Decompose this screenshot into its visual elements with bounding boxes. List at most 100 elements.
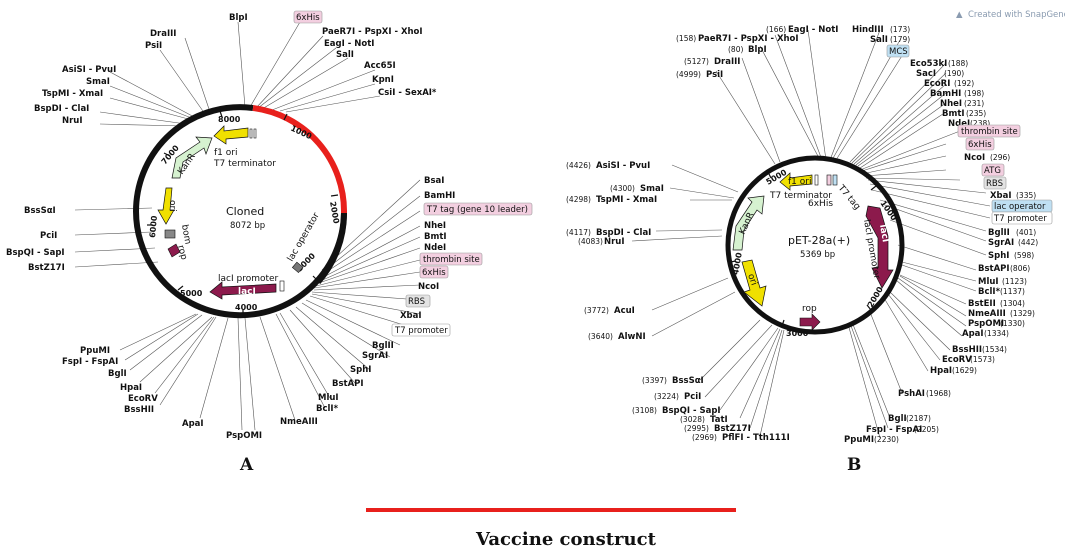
site-b-r-4-pos: (198) (964, 89, 984, 98)
site-a-right-11-box (391, 323, 451, 337)
site-b-r-18-pos: (598) (1014, 251, 1034, 260)
t7-terminator-mark-b (814, 174, 819, 186)
site-b-r-32-pos: (2230) (874, 435, 899, 444)
site-a-right-6: thrombin site (423, 255, 480, 265)
tick-5000-a: 5000 (180, 289, 203, 298)
site-b-tl-6-pos: (4298) (566, 195, 591, 204)
rop-label-a: rop (175, 244, 189, 261)
panel-label-b: B (847, 455, 861, 475)
site-b-r-21: BclI* (978, 287, 1001, 297)
site-b-r-8: thrombin site (961, 127, 1018, 137)
rop-arrow-b (799, 313, 821, 331)
ticks-a (147, 110, 339, 316)
site-a-right-3: NheI (424, 221, 446, 231)
site-a-right-2: T7 tag (gene 10 leader) (426, 205, 528, 215)
laci-label-a: lacI (238, 287, 256, 297)
site-b-tl-12: PciI (684, 392, 701, 402)
tick-4000-b: 4000 (731, 251, 744, 275)
site-b-tl-8: NruI (604, 237, 625, 247)
site-a-top-0: BlpI (229, 13, 248, 23)
site-labels-a: BlpI 6xHis PaeR7I - PspXI - XhoI EagI - … (6, 10, 533, 441)
site-a-right-1: BamHI (424, 191, 455, 201)
site-b-tl-16-pos: (2969) (692, 433, 717, 442)
lac-operator-label-a: lac operator (286, 211, 322, 263)
site-a-top-9: PsiI (145, 41, 162, 51)
f1-ori-arrow-a (213, 125, 249, 145)
site-b-r-31-pos: (2205) (914, 425, 939, 434)
site-b-r-6: BmtI (942, 109, 965, 119)
site-b-r-30: BglI (888, 414, 907, 424)
credit-b: ▲ Created with SnapGene® (956, 10, 1065, 20)
site-b-r-31: FspI - FspAI (866, 425, 922, 435)
site-a-left-2: BspQI - SapI (6, 248, 65, 258)
site-a-right-12: BglII (372, 341, 394, 351)
plasmid-size-a: 8072 bp (230, 221, 265, 231)
site-b-r-17: SgrAI (988, 238, 1014, 248)
site-a-top-1: 6xHis (296, 13, 320, 23)
laci-promoter-label-a: lacI promoter (218, 274, 279, 284)
site-b-r-2: SacI (916, 69, 936, 79)
site-b-r-1-pos: (188) (948, 59, 968, 68)
tick-2000-a: 2000 (328, 201, 341, 225)
site-b-tl-4-pos: (4426) (566, 161, 591, 170)
site-b-r-7: NdeI (948, 119, 970, 129)
laci-arrow-a (209, 281, 277, 300)
site-b-tl-9: AcuI (614, 306, 635, 316)
site-a-top-4: SalI (336, 50, 354, 60)
site-b-r-29: PshAI (898, 389, 925, 399)
site-b-top-2-pos: (179) (890, 35, 910, 44)
site-b-tl-16: PflFI - Tth111I (722, 433, 790, 443)
tick-8000-a: 8000 (218, 115, 241, 124)
site-b-r-14: lac operator (994, 202, 1046, 212)
site-labels-b-left: (158) PaeR7I - PspXI - XhoI (80) BlpI (5… (566, 34, 799, 443)
laci-promoter-mark-a (279, 280, 285, 292)
tick-4000-a: 4000 (235, 303, 258, 312)
site-b-top-1: HindIII (852, 25, 884, 35)
site-b-tl-13-pos: (3108) (632, 406, 657, 415)
site-b-tl-8-pos: (4083) (578, 237, 603, 246)
site-a-top-7: CsiI - SexAI* (378, 88, 437, 98)
site-a-top-10: AsiSI - PvuI (62, 65, 116, 75)
rop-label-b: rop (802, 304, 817, 314)
site-b-tl-1-pos: (80) (728, 45, 743, 54)
site-b-r-3: EcoRI (924, 79, 950, 89)
site-a-right-13: SgrAI (362, 351, 388, 361)
site-b-r-10-pos: (296) (990, 153, 1010, 162)
site-b-tl-5: SmaI (640, 184, 664, 194)
site-a-top-3: EagI - NotI (324, 39, 374, 49)
site-a-right-7: 6xHis (422, 268, 446, 278)
site-a-right-21: BssHII (124, 405, 154, 415)
site-b-top-0-pos: (166) (766, 25, 786, 34)
site-b-r-24: PspOMI (968, 319, 1004, 329)
site-a-top-8: DraIII (150, 29, 176, 39)
plasmid-name-a: Cloned (226, 205, 264, 218)
site-b-tl-3: PsiI (706, 70, 723, 80)
site-a-left-3: BstZ17I (28, 263, 65, 273)
site-a-right-16: MluI (318, 393, 339, 403)
site-a-top-5: Acc65I (364, 61, 396, 71)
ori-label-b: ori (745, 273, 758, 287)
site-b-tl-6: TspMI - XmaI (596, 195, 657, 205)
site-b-r-22: BstEII (968, 299, 996, 309)
site-b-r-12-box (983, 176, 1007, 190)
site-a-right-6-box (419, 252, 483, 266)
f1-ori-label-a: f1 ori (214, 148, 237, 158)
site-a-right-9: RBS (408, 297, 425, 307)
leader-lines-b (631, 29, 991, 439)
site-b-r-4: BamHI (930, 89, 961, 99)
site-b-r-9-box (965, 137, 995, 151)
site-a-right-5: NdeI (424, 243, 446, 253)
site-b-r-24-pos: (1330) (1000, 319, 1025, 328)
site-a-right-2-box (423, 202, 533, 216)
lac-operator-box-a (291, 261, 304, 274)
f1-ori-arrow-b (779, 172, 813, 191)
site-b-r-15: T7 promoter (993, 214, 1047, 224)
plasmid-name-b: pET-28a(+) (788, 234, 850, 247)
site-b-tl-14: TatI (710, 415, 728, 425)
site-a-right-15: BstAPI (332, 379, 364, 389)
t7-terminator-label-a: T7 terminator (213, 159, 276, 169)
site-a-right-24: BglI (108, 369, 127, 379)
ori-label-a: ori (167, 200, 177, 212)
bom-box-a (164, 229, 176, 239)
